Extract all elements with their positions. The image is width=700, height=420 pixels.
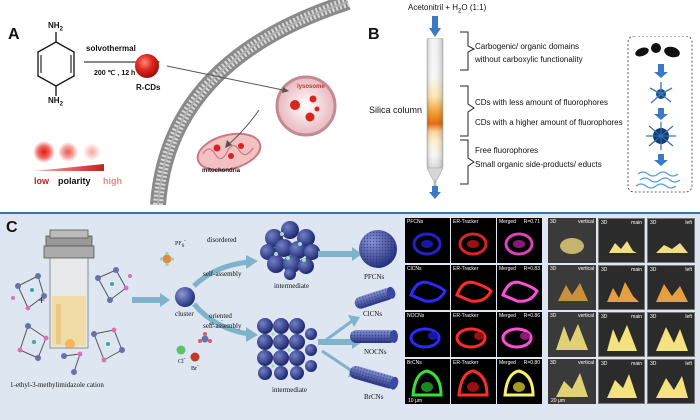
intermediate-disordered: [260, 221, 320, 280]
micro-brcns-3d: 3D vertical: [548, 359, 596, 404]
pf6-anion-icon: [160, 252, 174, 266]
no3-anion-icon: [198, 332, 212, 343]
cation-label: 1-ethyl-3-methylimidazole cation: [10, 381, 104, 389]
rcds-sphere: [135, 54, 159, 78]
micro-nocns-3d: 3D vertical: [548, 312, 596, 357]
micro-nocns-merged: Merged R=0.86: [497, 312, 542, 357]
micro-nocns-er: ER-Tracker: [451, 312, 496, 357]
micro-brcns-left: 3D left: [647, 359, 695, 404]
cl-label: Cl-: [178, 357, 186, 365]
pfcns-sphere: [359, 230, 397, 268]
br-anion-icon: [190, 352, 200, 362]
cluster-label: cluster: [175, 310, 194, 318]
svg-text:+: +: [38, 293, 45, 307]
scale-bar-10um: 10 μm: [408, 398, 422, 404]
micro-brcns-main: 3D main: [598, 359, 645, 404]
micro-pfcns-main: 3D main: [598, 218, 645, 263]
lysosome-icon: [275, 75, 337, 137]
scale-bar-20um: 20 μm: [551, 398, 565, 404]
cell-membrane: [150, 0, 351, 205]
cluster-sphere: [175, 287, 195, 307]
intermediate-top-label: intermediate: [274, 282, 309, 290]
micro-clcns-main: 3D main: [598, 265, 645, 310]
mitochondria-label: mitochondria: [202, 168, 241, 174]
micro-pfcns-channel: PFCNs: [405, 218, 450, 263]
micro-brcns-merged: Merged R=0.80: [497, 359, 542, 404]
assembly-arrows: [192, 255, 258, 342]
fraction-1b: without carboxylic functionality: [475, 55, 583, 64]
micro-nocns-main: 3D main: [598, 312, 645, 357]
micro-clcns-er: ER-Tracker: [451, 265, 496, 310]
silica-column: [426, 38, 444, 188]
lysosome-label: lysosome: [297, 84, 325, 90]
micro-clcns-merged: Merged R=0.83: [497, 265, 542, 310]
micro-brcns-channel: BrCNs: [405, 359, 450, 404]
micro-pfcns-left: 3D left: [647, 218, 695, 263]
arrow-to-cluster: [132, 293, 170, 307]
micro-pfcns-merged: Merged R=0.71: [497, 218, 542, 263]
micro-nocns-left: 3D left: [647, 312, 695, 357]
panel-a-letter: A: [8, 26, 20, 43]
oriented-label: oriented: [209, 312, 232, 320]
micro-pfcns-er: ER-Tracker: [451, 218, 496, 263]
fraction-3: CDs with a higher amount of fluorophores: [475, 118, 623, 127]
reaction-method: solvothermal: [86, 44, 136, 53]
column-label: Silica column: [369, 105, 423, 115]
panel-c-letter: C: [6, 219, 18, 236]
fraction-brackets: [460, 31, 476, 185]
amine-bottom-label: NH2: [48, 96, 63, 108]
mitochondria-icon: [196, 132, 262, 172]
polarity-dots: [33, 141, 101, 163]
polarity-label: polarity: [58, 176, 91, 186]
pfcns-label: PFCNs: [364, 273, 385, 281]
nocns-label: NOCNs: [364, 348, 387, 356]
micro-pfcns-3d: 3D vertical: [548, 218, 596, 263]
diamine-structure: [37, 32, 75, 96]
nocns-rod: [350, 330, 398, 343]
micro-nocns-channel: NOCNs: [405, 312, 450, 357]
reaction-conditions: 200 ℃ , 12 h: [94, 70, 136, 77]
micro-clcns-channel: ClCNs: [405, 265, 450, 310]
micro-clcns-3d: 3D vertical: [548, 265, 596, 310]
uptake-arrows: [166, 65, 289, 148]
intermediate-oriented: [257, 318, 317, 380]
disordered-label-2: self-assembly: [203, 270, 242, 278]
polarity-wedge: [34, 164, 104, 171]
fraction-1a: Carbogenic/ organic domains: [475, 42, 580, 51]
pf6-label: PF6-: [175, 239, 186, 250]
panel-b-letter: B: [368, 26, 380, 43]
polarity-low-label: low: [34, 176, 49, 186]
fraction-species-icons: [627, 36, 693, 193]
eluent-label: Acetonitril + H2O (1:1): [408, 3, 487, 15]
eluent-arrow: [429, 16, 441, 37]
oriented-label-2: self-assembly: [203, 322, 242, 330]
cl-anion-icon: [176, 345, 186, 355]
clcns-rod: [354, 286, 396, 309]
polarity-high-label: high: [103, 176, 122, 186]
fraction-4: Free fluorophores: [475, 146, 539, 155]
micro-brcns-er: ER-Tracker: [451, 359, 496, 404]
cation-vessel-illustration: +: [11, 229, 132, 375]
clcns-label: ClCNs: [363, 310, 383, 318]
br-label: Br-: [191, 364, 199, 372]
product-label: R-CDs: [136, 83, 161, 92]
fraction-5: Small organic side-products/ educts: [475, 160, 602, 169]
elution-arrow: [429, 186, 441, 199]
intermediate-bottom-label: intermediate: [272, 386, 307, 394]
brcns-label: BrCNs: [364, 393, 384, 401]
fraction-2: CDs with less amount of fluorophores: [475, 98, 608, 107]
brcns-rod: [349, 365, 399, 390]
amine-top-label: NH2: [48, 21, 63, 33]
micro-clcns-left: 3D left: [647, 265, 695, 310]
disordered-label: disordered: [207, 236, 237, 244]
